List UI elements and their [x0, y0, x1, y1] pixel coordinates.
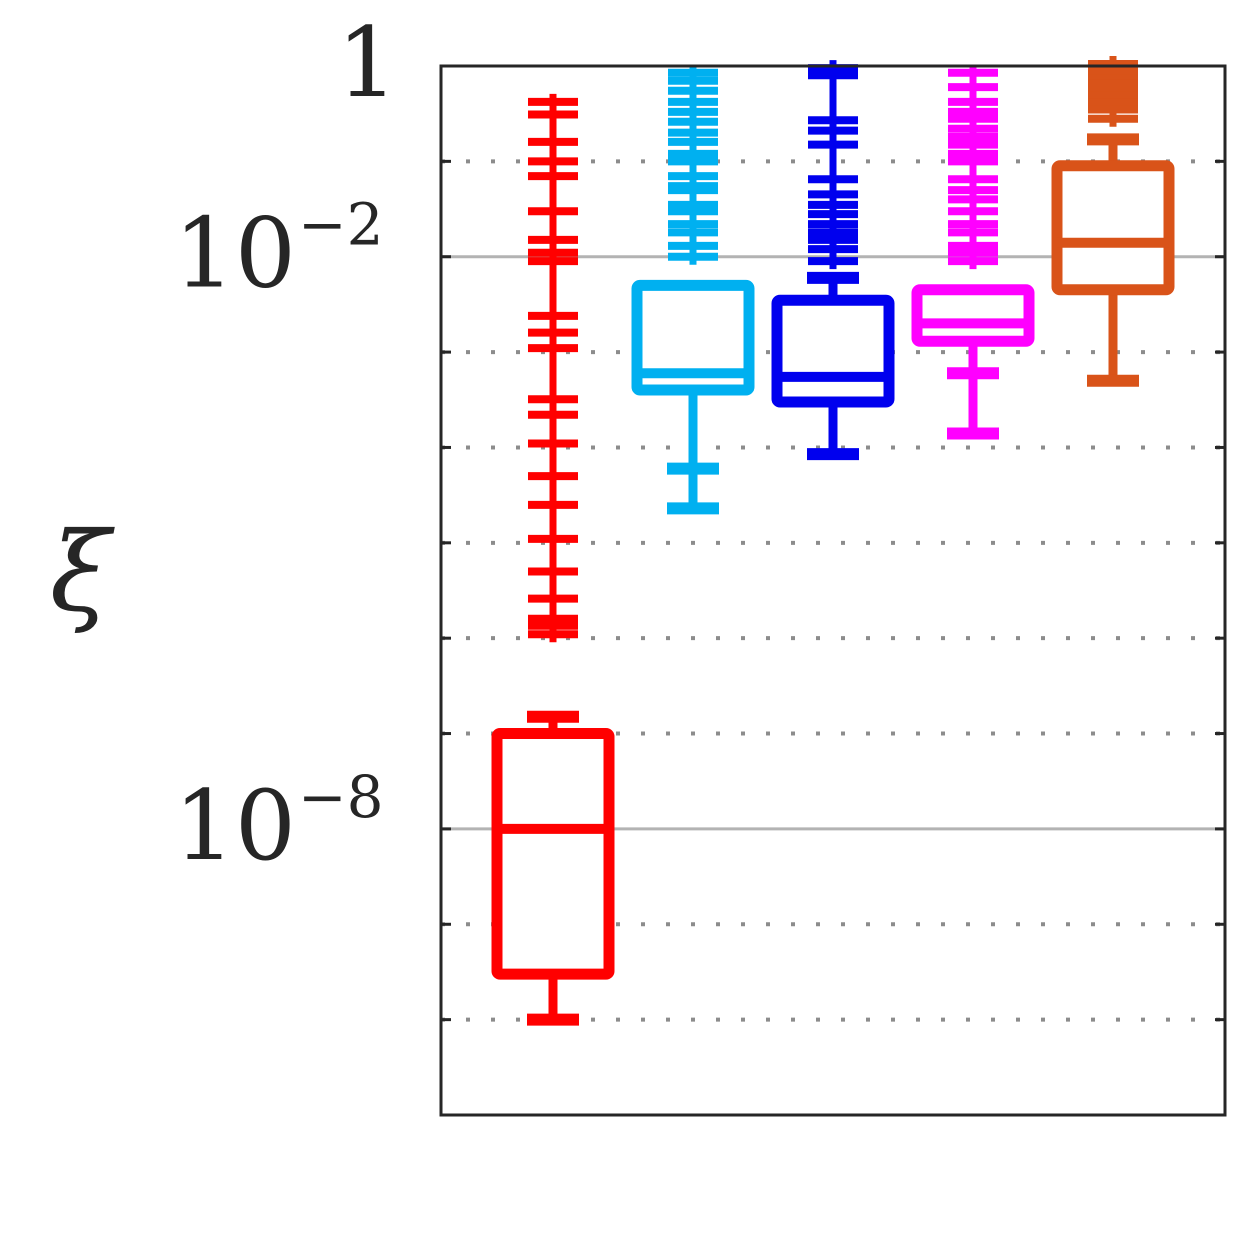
box-iqr: [491, 728, 615, 980]
plot-frame: [439, 64, 1227, 1117]
box-iqr: [1051, 160, 1175, 296]
y-tick-label: 10: [174, 198, 296, 310]
y-axis-label: ξ: [50, 508, 116, 636]
y-tick-label: 1: [337, 7, 398, 119]
y-axis-ticks: [441, 159, 1225, 1022]
boxes: [491, 55, 1175, 1026]
y-tick-labels: 110−210−8: [174, 7, 398, 882]
box-iqr: [631, 279, 755, 396]
y-tick-label: 10: [174, 770, 296, 882]
y-tick-exponent: −2: [298, 191, 384, 259]
box-iqr: [911, 284, 1035, 347]
box-iqr: [771, 294, 895, 408]
y-tick-exponent: −8: [298, 763, 384, 831]
